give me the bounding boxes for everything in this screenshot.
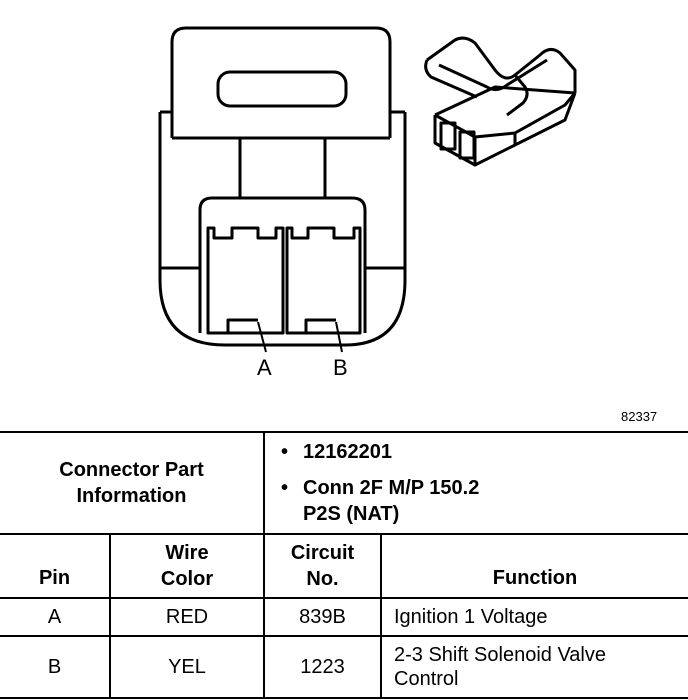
wire-color-cell: YEL bbox=[109, 635, 265, 699]
circuit-header: Circuit No. bbox=[263, 533, 382, 599]
cavity-a bbox=[206, 226, 285, 335]
connector-info-row: Connector Part Information • 12162201 • … bbox=[0, 431, 688, 535]
circuit-cell: 839B bbox=[263, 597, 382, 637]
wire-color-cell: RED bbox=[109, 597, 265, 637]
part-number-item: • 12162201 bbox=[281, 439, 688, 465]
function-line-1: 2-3 Shift Solenoid Valve bbox=[394, 644, 606, 666]
pin-header: Pin bbox=[0, 533, 111, 599]
terminal-housing bbox=[198, 196, 367, 268]
figure-id: 82337 bbox=[621, 409, 658, 424]
heading-line-2: Information bbox=[76, 485, 187, 507]
pin-cell: A bbox=[0, 597, 111, 637]
function-cell: 2-3 Shift Solenoid Valve Control bbox=[379, 635, 688, 699]
latch-window bbox=[216, 70, 348, 108]
connector-part-details: • 12162201 • Conn 2F M/P 150.2 P2S (NAT) bbox=[262, 431, 688, 535]
function-header: Function bbox=[379, 533, 688, 599]
wire-color-header: Wire Color bbox=[109, 533, 265, 599]
connector-body bbox=[158, 112, 407, 347]
pin-label-a: A bbox=[257, 355, 272, 380]
connector-info-table: Connector Part Information • 12162201 • … bbox=[0, 431, 688, 699]
leader-b bbox=[335, 321, 343, 353]
pin-cell: B bbox=[0, 635, 111, 699]
table-row: A RED 839B Ignition 1 Voltage bbox=[0, 597, 688, 637]
function-line-2: Control bbox=[394, 668, 459, 690]
bullet-icon: • bbox=[281, 441, 289, 463]
connector-latch bbox=[170, 26, 392, 138]
leader-a bbox=[257, 321, 267, 353]
bullet-icon: • bbox=[281, 477, 289, 499]
heading-line-1: Connector Part bbox=[59, 459, 204, 481]
part-number: 12162201 bbox=[303, 441, 392, 463]
cavity-b bbox=[285, 226, 362, 335]
pin-label-b: B bbox=[333, 355, 348, 380]
connector-desc-line-1: Conn 2F M/P 150.2 bbox=[303, 477, 480, 499]
connector-desc-line-2: P2S (NAT) bbox=[303, 503, 400, 525]
connector-part-heading: Connector Part Information bbox=[0, 431, 265, 535]
connector-desc-item: • Conn 2F M/P 150.2 P2S (NAT) bbox=[281, 475, 688, 527]
table-row: B YEL 1223 2-3 Shift Solenoid Valve Cont… bbox=[0, 635, 688, 699]
column-header-row: Pin Wire Color Circuit No. Function bbox=[0, 533, 688, 599]
circuit-cell: 1223 bbox=[263, 635, 382, 699]
function-cell: Ignition 1 Voltage bbox=[379, 597, 688, 637]
connector-isometric-view bbox=[424, 36, 577, 167]
connector-face-diagram bbox=[158, 26, 407, 353]
